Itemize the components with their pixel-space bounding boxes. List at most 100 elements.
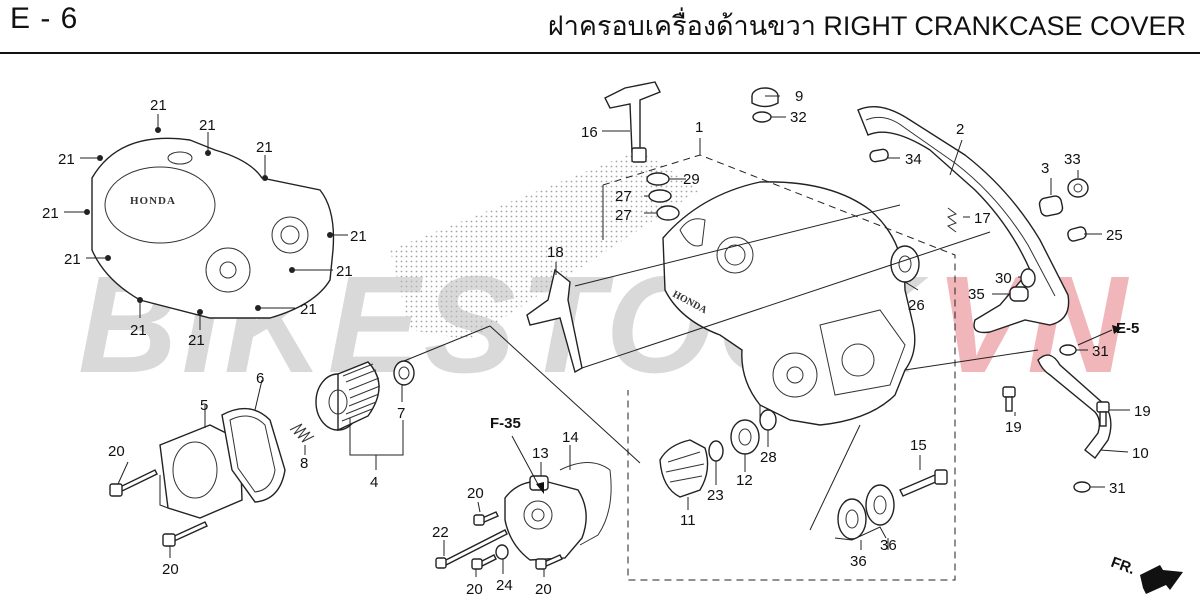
- callout-5: 5: [200, 397, 208, 414]
- callout-21: 21: [256, 139, 273, 156]
- collar-3[interactable]: [1038, 195, 1064, 217]
- callout-28: 28: [760, 449, 777, 466]
- flange-bolt-20a[interactable]: [109, 469, 158, 497]
- page-code: E - 6: [10, 2, 79, 35]
- clutch-cover-outer[interactable]: HONDA: [91, 137, 335, 319]
- callout-22: 22: [432, 524, 449, 541]
- callout-7: 7: [397, 405, 405, 422]
- ref-e5: E-5: [1116, 320, 1139, 337]
- spring-17[interactable]: [946, 207, 958, 233]
- callout-30: 30: [995, 270, 1012, 287]
- oil-filter-spring[interactable]: [289, 423, 315, 443]
- callout-11: 11: [680, 512, 696, 529]
- callout-31: 31: [1109, 480, 1126, 497]
- front-arrow-icon: [1140, 565, 1183, 594]
- collar-35[interactable]: [1009, 286, 1029, 302]
- callout-19: 19: [1005, 419, 1022, 436]
- callout-21: 21: [336, 263, 353, 280]
- washer-24[interactable]: [495, 544, 509, 560]
- bearing-36a[interactable]: [837, 498, 867, 540]
- mechanical-seal-12[interactable]: [730, 419, 760, 455]
- flange-bolt-20d[interactable]: [471, 554, 497, 570]
- page-title: ฝาครอบเครื่องด้านขวา RIGHT CRANKCASE COV…: [547, 11, 1186, 41]
- bolt-19b[interactable]: [1096, 401, 1110, 427]
- ref-fr: FR.: [1109, 554, 1138, 578]
- callout-29: 29: [683, 171, 700, 188]
- ref-f35: F-35: [490, 415, 521, 432]
- ref-arrows: [511, 325, 1183, 594]
- callout-20: 20: [535, 581, 552, 598]
- page-header: E - 6 ฝาครอบเครื่องด้านขวา RIGHT CRANKCA…: [0, 0, 1200, 54]
- bearing-36b[interactable]: [865, 484, 895, 526]
- callout-20: 20: [466, 581, 483, 598]
- callout-27: 27: [615, 188, 632, 205]
- callout-2: 2: [956, 121, 964, 138]
- dowel-25[interactable]: [1067, 226, 1087, 242]
- bolt-19a[interactable]: [1002, 386, 1016, 412]
- flange-bolt-20e[interactable]: [535, 554, 563, 570]
- o-ring-31a[interactable]: [1059, 344, 1077, 356]
- callout-labels: 21 21 21 21 21 21 21 21 21 21 21 21 5 6 …: [42, 88, 1151, 598]
- cover-bolt-leaders: [64, 114, 348, 330]
- callout-36: 36: [850, 553, 867, 570]
- callout-16: 16: [581, 124, 598, 141]
- crankcase-cover-gasket[interactable]: [857, 106, 1070, 334]
- oil-filler-cap[interactable]: [751, 87, 779, 108]
- callout-20: 20: [108, 443, 125, 460]
- guide-plate[interactable]: [604, 81, 661, 163]
- oil-filter-element[interactable]: [315, 361, 381, 432]
- cover-brand-logo: HONDA: [130, 195, 176, 207]
- callout-20: 20: [162, 561, 179, 578]
- stud-bolt-22[interactable]: [435, 529, 508, 569]
- o-ring-27b[interactable]: [656, 205, 680, 221]
- callout-21: 21: [58, 151, 75, 168]
- callout-35: 35: [968, 286, 985, 303]
- header-rule: [0, 52, 1200, 54]
- callout-26: 26: [908, 297, 925, 314]
- flange-bolt-20c[interactable]: [473, 511, 499, 526]
- callout-3: 3: [1041, 160, 1049, 177]
- callout-23: 23: [707, 487, 724, 504]
- dowel-pin-34[interactable]: [869, 148, 889, 163]
- callout-31: 31: [1092, 343, 1109, 360]
- callout-25: 25: [1106, 227, 1123, 244]
- water-pump-impeller[interactable]: [659, 439, 709, 498]
- assembly-boundary: [602, 138, 956, 581]
- oil-seal-28[interactable]: [759, 409, 777, 431]
- filter-leaders: [117, 379, 404, 558]
- callout-8: 8: [300, 455, 308, 472]
- callout-24: 24: [496, 577, 513, 594]
- callout-21: 21: [64, 251, 81, 268]
- right-crankcase-cover[interactable]: HONDA: [662, 181, 916, 426]
- callout-36: 36: [880, 537, 897, 554]
- halftone-field: [390, 150, 700, 340]
- water-pump-gasket-14[interactable]: [559, 462, 612, 546]
- washer-33[interactable]: [1067, 178, 1089, 198]
- o-ring-31b[interactable]: [1073, 481, 1091, 493]
- washer-29[interactable]: [646, 172, 670, 186]
- callout-18: 18: [547, 244, 564, 261]
- exploded-parts-diagram: BIKESTOCK VN HONDA: [42, 81, 1183, 598]
- oil-pipe[interactable]: [1037, 354, 1112, 460]
- water-pump-cover[interactable]: [504, 475, 587, 561]
- callout-21: 21: [150, 97, 167, 114]
- flange-bolt-20b[interactable]: [162, 521, 208, 547]
- special-bolt-15[interactable]: [899, 469, 948, 497]
- oil-filter-o-ring[interactable]: [393, 360, 415, 386]
- callout-10: 10: [1132, 445, 1149, 462]
- callout-15: 15: [910, 437, 927, 454]
- o-ring-30[interactable]: [1020, 268, 1036, 288]
- callout-21: 21: [42, 205, 59, 222]
- filler-cap-o-ring[interactable]: [752, 111, 772, 123]
- callout-13: 13: [532, 445, 549, 462]
- o-ring-27a[interactable]: [648, 189, 672, 203]
- callout-14: 14: [562, 429, 579, 446]
- callout-21: 21: [300, 301, 317, 318]
- callout-9: 9: [795, 88, 803, 105]
- washer-23[interactable]: [708, 440, 724, 462]
- leader-lines: [403, 95, 1130, 577]
- callout-12: 12: [736, 472, 753, 489]
- oil-filter-gasket[interactable]: [221, 407, 286, 503]
- callout-17: 17: [974, 210, 991, 227]
- bracket-18[interactable]: [526, 268, 583, 374]
